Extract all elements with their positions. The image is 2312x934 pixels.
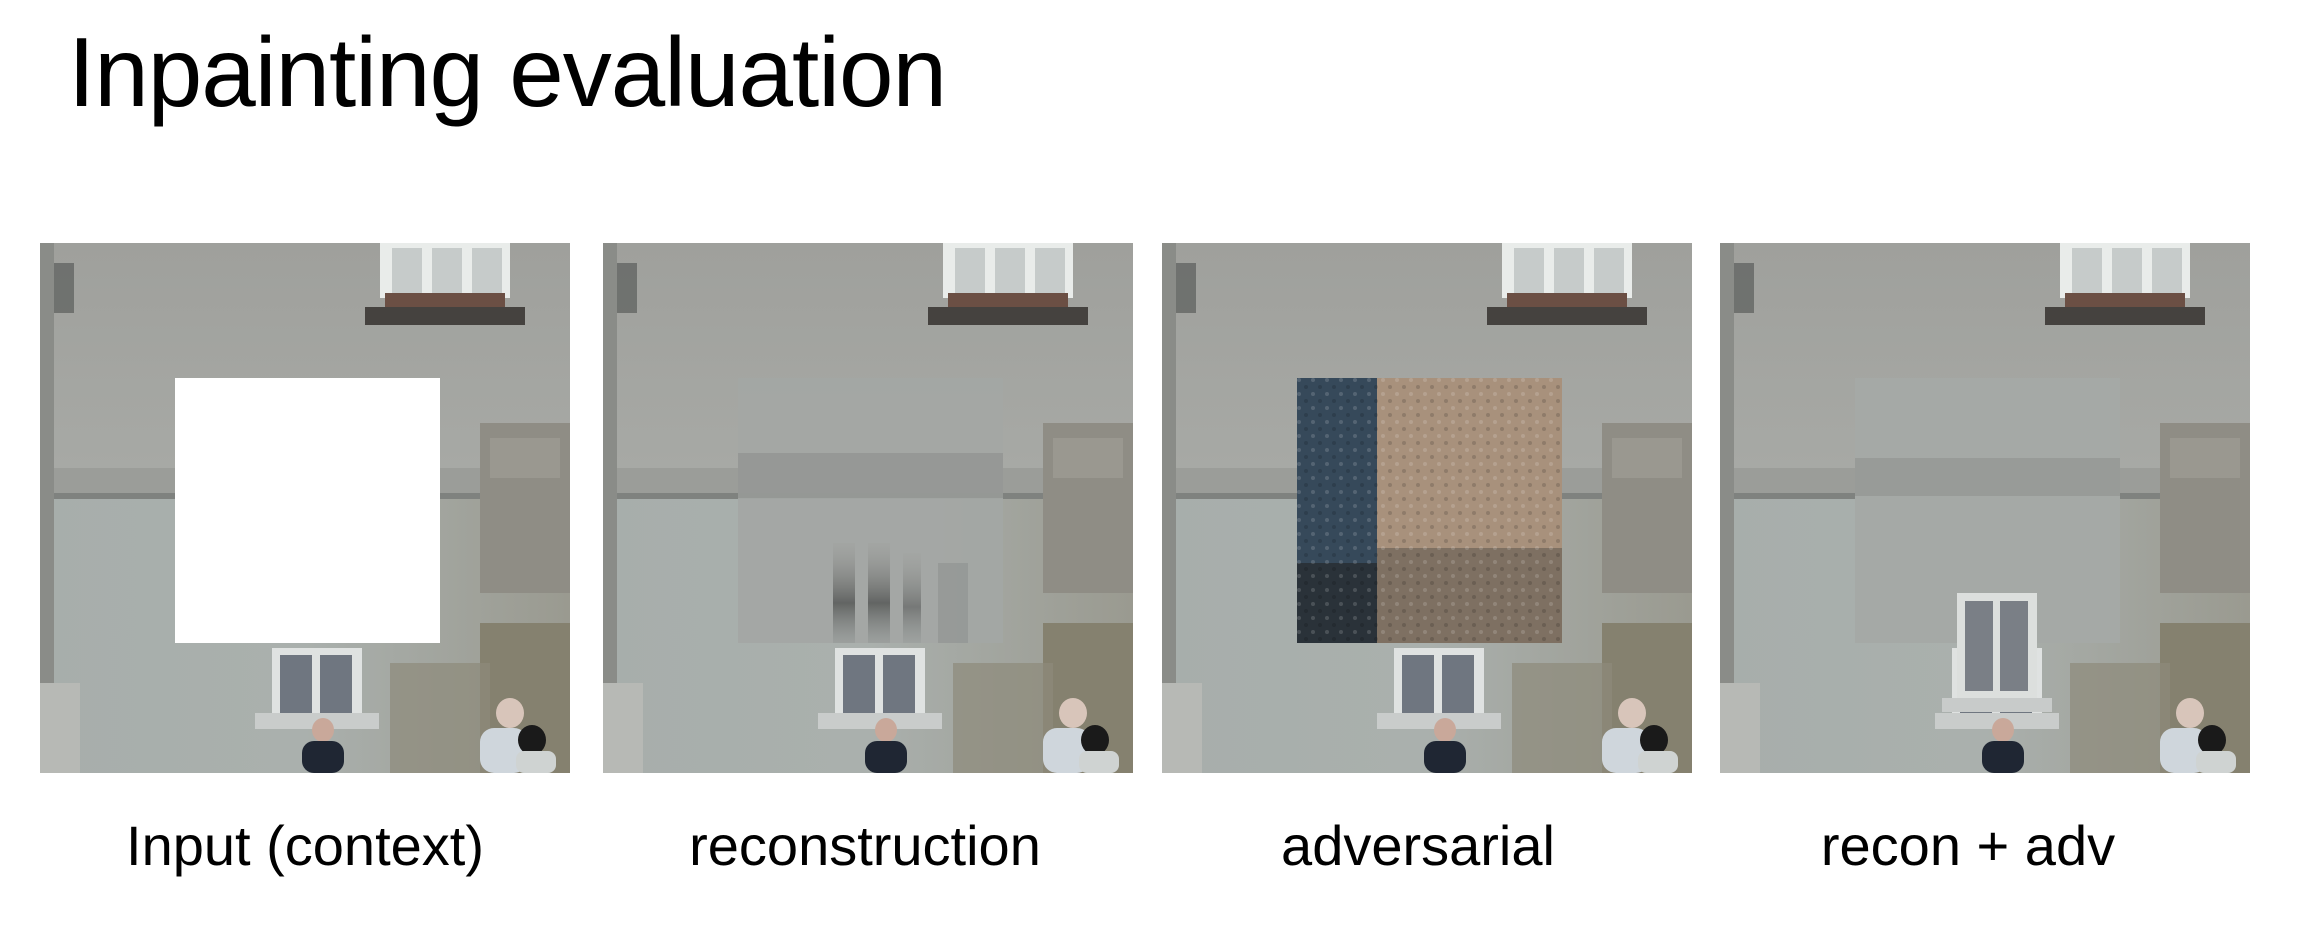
- texture-fill: [1297, 378, 1562, 643]
- slide-title: Inpainting evaluation: [68, 17, 947, 127]
- recon-adv-image: [1720, 243, 2250, 773]
- adversarial-image: [1162, 243, 1692, 773]
- recon-adv-image-graphic: [1720, 243, 2250, 773]
- caption-reconstruction: reconstruction: [689, 814, 1041, 877]
- reconstruction-image-graphic: [603, 243, 1133, 773]
- caption-adversarial: adversarial: [1281, 814, 1555, 877]
- input-context-image-graphic: [40, 243, 570, 773]
- reconstruction-image: [603, 243, 1133, 773]
- adversarial-image-graphic: [1162, 243, 1692, 773]
- caption-recon-adv: recon + adv: [1820, 814, 2116, 877]
- plausible-fill: [1855, 378, 2120, 712]
- masked-region: [175, 378, 440, 643]
- caption-input-context: Input (context): [126, 814, 484, 877]
- input-context-image: [40, 243, 570, 773]
